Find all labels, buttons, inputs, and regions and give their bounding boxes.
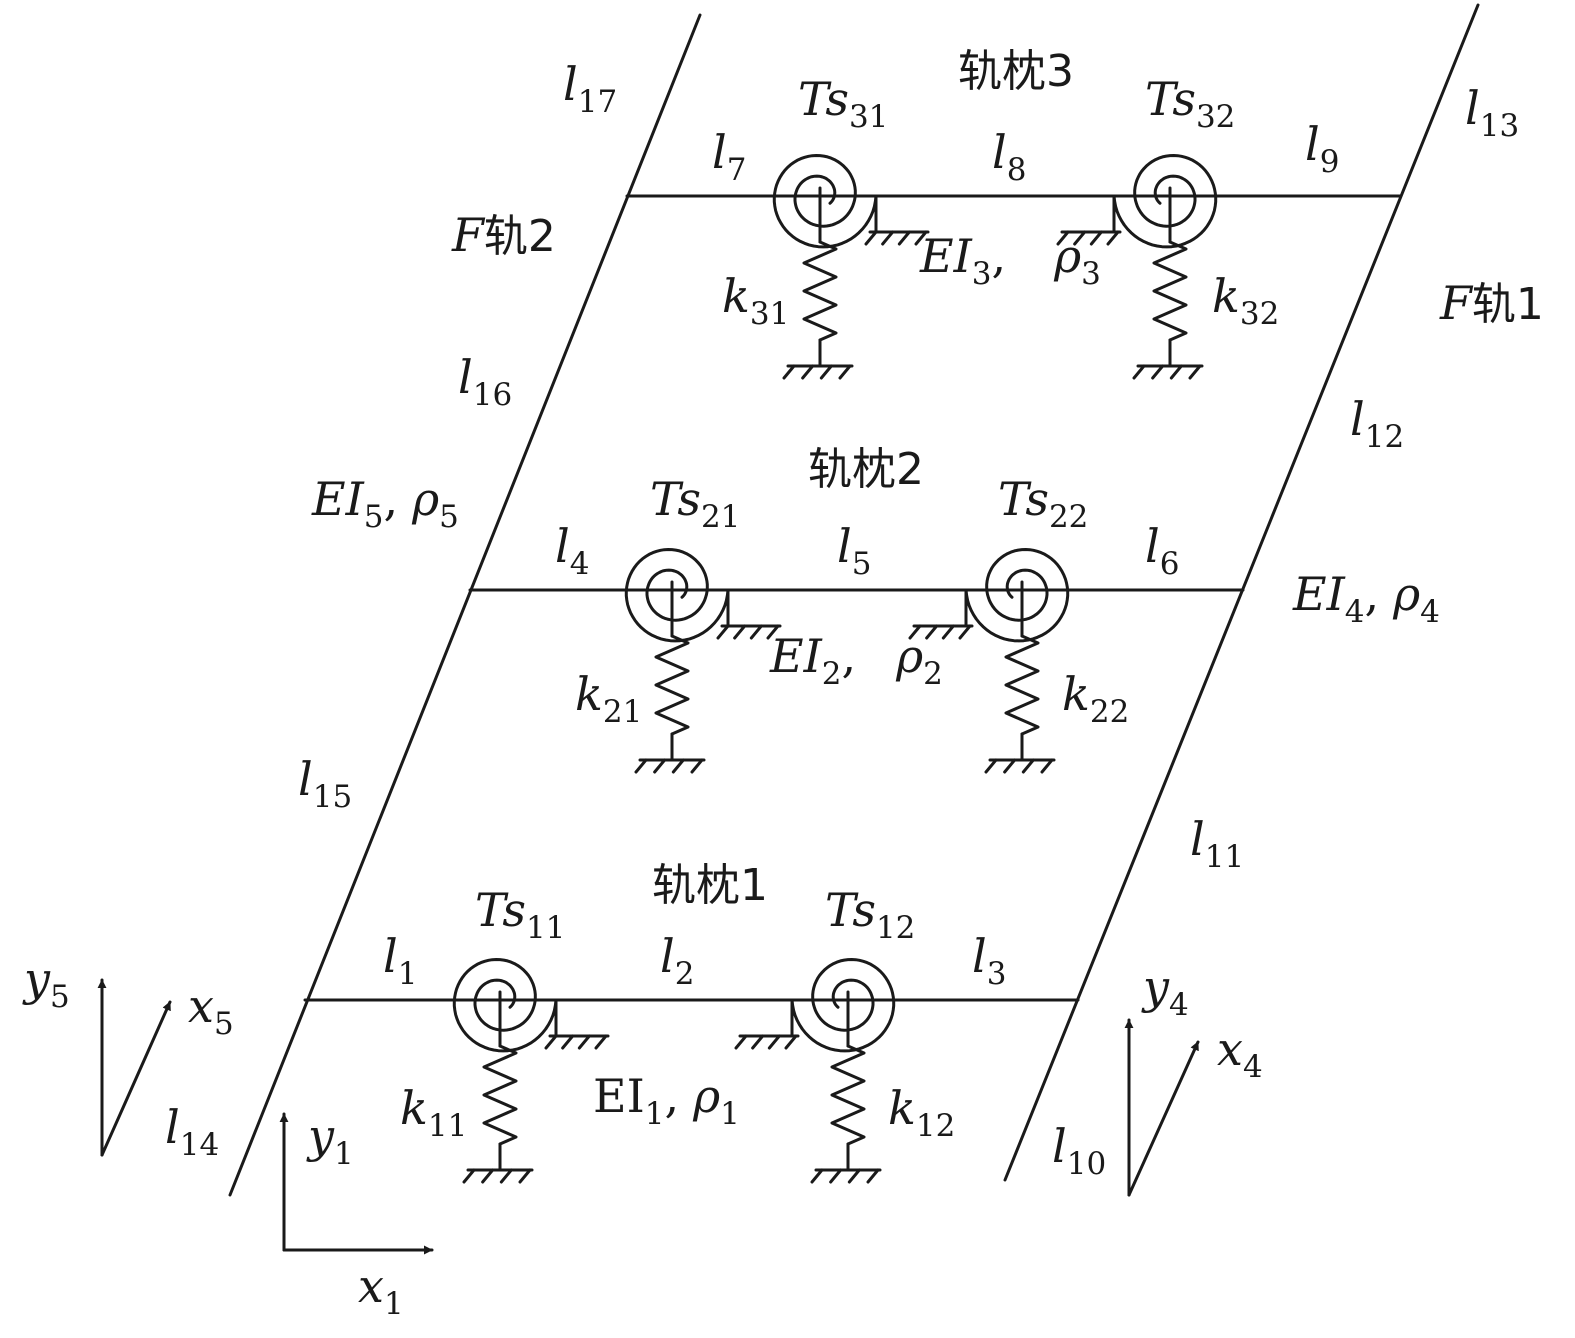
spring-icon: [1152, 240, 1188, 342]
rail-1-name: F轨1: [1439, 276, 1544, 330]
k-21-label: k21: [575, 667, 642, 730]
support-1-left: [452, 958, 610, 1184]
seg-l7-label: l7: [712, 125, 746, 188]
torsion-spring-icon: [624, 548, 730, 643]
seg-l5-label: l5: [837, 519, 871, 582]
ts-31-label: Ts31: [798, 72, 888, 135]
seg-l14-label: l14: [165, 1100, 219, 1163]
ground-icon: [984, 758, 1056, 774]
ground-icon: [734, 1034, 800, 1050]
torsion-spring-icon: [452, 958, 558, 1053]
support-3-right: [1056, 154, 1218, 380]
ground-icon: [462, 1168, 534, 1184]
spring-icon: [802, 240, 838, 342]
seg-l13-label: l13: [1465, 81, 1519, 144]
seg-l12-label: l12: [1350, 392, 1404, 455]
seg-l9-label: l9: [1305, 117, 1339, 180]
rail-2-name: F轨2: [451, 208, 556, 262]
ei-2-label: EI2,ρ2: [769, 629, 943, 692]
ei-3-label: EI3,ρ3: [919, 229, 1101, 292]
ts-21-label: Ts21: [650, 472, 740, 535]
seg-l10-label: l10: [1052, 1119, 1106, 1182]
ground-icon: [864, 230, 930, 246]
sleeper-2-title: 轨枕2: [808, 444, 924, 495]
spring-icon: [482, 1044, 518, 1146]
ts-11-label: Ts11: [475, 883, 565, 946]
ts-32-label: Ts32: [1145, 72, 1235, 135]
x5-axis-label: x5: [188, 979, 234, 1042]
y5-axis-label: y5: [22, 952, 70, 1015]
seg-l17-label: l17: [563, 57, 617, 120]
support-group: [452, 154, 1218, 1184]
support-2-left: [624, 548, 782, 774]
k-32-label: k32: [1212, 269, 1279, 332]
seg-l6-label: l6: [1145, 519, 1179, 582]
support-3-left: [772, 154, 930, 380]
ei-1-label: EI1,ρ1: [593, 1069, 740, 1132]
ground-icon: [782, 364, 854, 380]
torsion-spring-icon: [1112, 154, 1218, 249]
sleeper-3-title: 轨枕3: [958, 46, 1074, 97]
support-1-right: [734, 958, 896, 1184]
ground-icon: [544, 1034, 610, 1050]
seg-l4-label: l4: [555, 519, 589, 582]
support-2-right: [908, 548, 1070, 774]
ground-icon: [634, 758, 706, 774]
y1-axis-label: y1: [306, 1109, 354, 1172]
spring-icon: [654, 634, 690, 736]
rail-right-line: [1003, 3, 1480, 1182]
spring-icon: [1004, 634, 1040, 736]
frame-4-axes: [1124, 1018, 1200, 1197]
frame-5-axes: [97, 978, 172, 1157]
ground-icon: [908, 624, 974, 640]
rail-left-line: [228, 13, 702, 1197]
ground-icon: [1056, 230, 1122, 246]
torsion-spring-icon: [772, 154, 878, 249]
seg-l16-label: l16: [458, 350, 512, 413]
x4-axis-arrow: [1127, 1040, 1200, 1197]
x1-axis-label: x1: [358, 1259, 404, 1322]
x5-axis-arrow: [100, 1000, 172, 1157]
k-22-label: k22: [1062, 667, 1129, 730]
y4-axis-label: y4: [1141, 960, 1189, 1023]
ei-5-label: EI5,ρ5: [311, 472, 459, 535]
seg-l15-label: l15: [298, 752, 352, 815]
ground-icon: [810, 1168, 882, 1184]
ground-icon: [1132, 364, 1204, 380]
torsion-spring-icon: [964, 548, 1070, 643]
ts-12-label: Ts12: [825, 883, 915, 946]
seg-l11-label: l11: [1190, 812, 1244, 875]
seg-l3-label: l3: [972, 929, 1006, 992]
seg-l8-label: l8: [992, 125, 1026, 188]
frame-1-axes: [279, 1112, 434, 1255]
k-12-label: k12: [888, 1081, 955, 1144]
ts-22-label: Ts22: [998, 472, 1088, 535]
spring-icon: [830, 1044, 866, 1146]
torsion-spring-icon: [790, 958, 896, 1053]
sleeper-1-title: 轨枕1: [652, 860, 768, 911]
seg-l2-label: l2: [660, 929, 694, 992]
k-31-label: k31: [722, 269, 789, 332]
ei-4-label: EI4,ρ4: [1292, 567, 1440, 630]
k-11-label: k11: [400, 1081, 467, 1144]
ground-icon: [716, 624, 782, 640]
x4-axis-label: x4: [1217, 1022, 1263, 1085]
seg-l1-label: l1: [383, 929, 417, 992]
